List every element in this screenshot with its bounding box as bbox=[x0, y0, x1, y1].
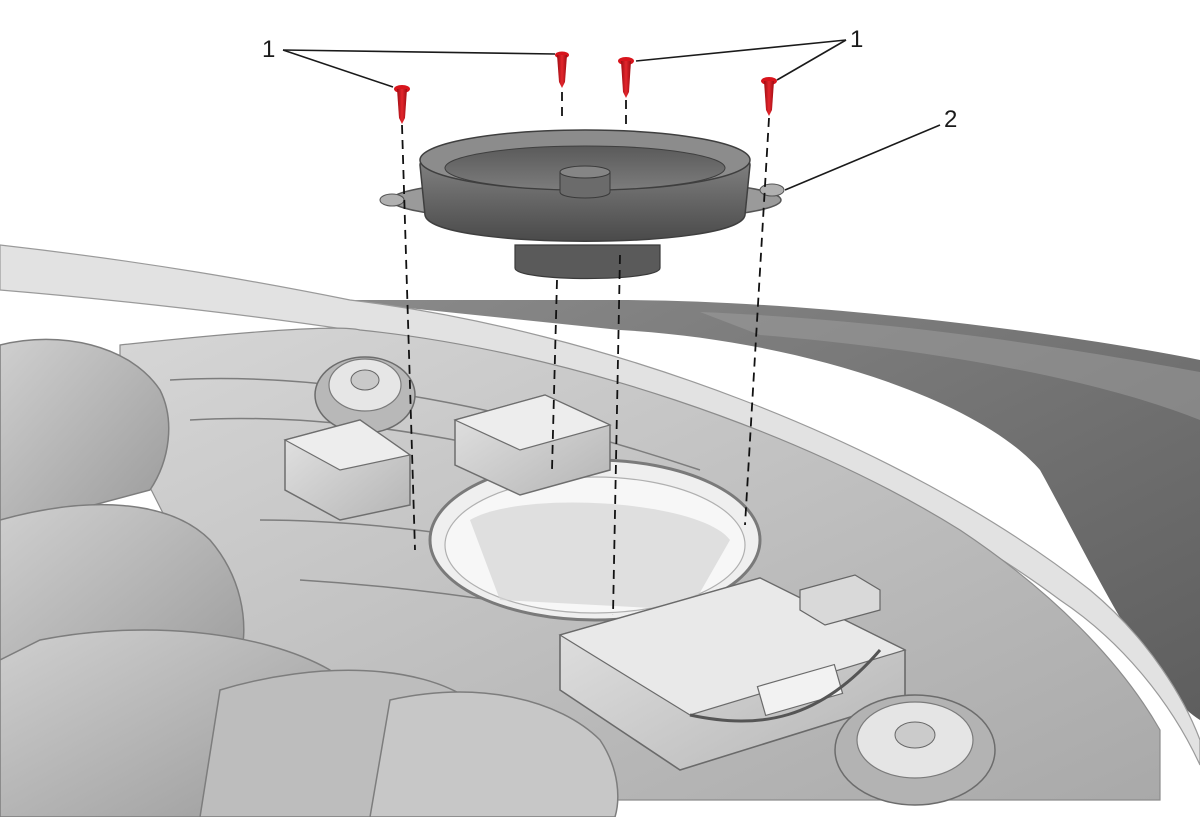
shelf-module-center bbox=[453, 394, 612, 496]
screw-icon bbox=[618, 57, 634, 98]
speaker-assembly bbox=[379, 129, 785, 280]
callout-1-left: 1 bbox=[262, 36, 275, 63]
callout-leaders bbox=[282, 39, 941, 191]
installation-guide-lines bbox=[401, 92, 770, 616]
connector-block bbox=[799, 574, 881, 626]
trunk-lid bbox=[330, 300, 1200, 720]
callout-2-speaker: 2 bbox=[944, 106, 957, 133]
hole-depth-shading bbox=[470, 502, 730, 610]
upper-left-speaker bbox=[314, 356, 416, 434]
rear-seats bbox=[0, 338, 619, 817]
speaker-magnet bbox=[514, 244, 661, 280]
callout-1-right: 1 bbox=[850, 26, 863, 53]
shelf-module-left bbox=[283, 419, 412, 521]
screw-icon bbox=[761, 77, 777, 116]
speaker-dust-cap bbox=[559, 171, 611, 199]
fastener-screws bbox=[394, 51, 777, 124]
trunk-lid-highlight bbox=[700, 312, 1200, 420]
screw-icon bbox=[555, 51, 569, 88]
lower-right-speaker bbox=[834, 694, 996, 806]
screw-icon bbox=[394, 85, 410, 124]
